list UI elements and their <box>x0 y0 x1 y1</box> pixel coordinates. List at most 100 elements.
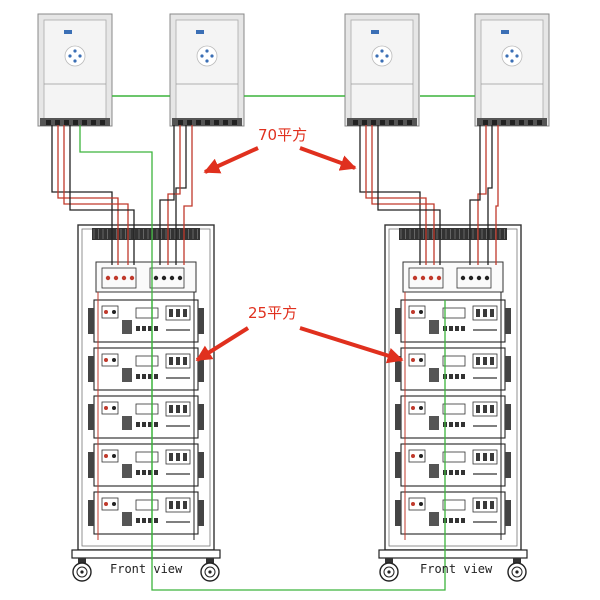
module-terminal <box>101 497 119 511</box>
caster-axle <box>387 570 391 574</box>
module-port <box>476 405 480 413</box>
module-breaker <box>429 416 439 430</box>
terminal-port <box>483 120 488 125</box>
module-handle <box>198 452 204 478</box>
indicator-led <box>73 59 77 63</box>
terminal-port <box>214 120 219 125</box>
comm-port <box>142 374 146 379</box>
comm-port <box>136 470 140 475</box>
terminal-port <box>371 120 376 125</box>
inverter-logo <box>501 30 509 34</box>
module-port <box>169 501 173 509</box>
combiner-box <box>402 261 504 293</box>
terminal-bolt <box>177 275 183 281</box>
module-handle <box>505 500 511 526</box>
cable-size-label-25: 25平方 <box>248 304 297 322</box>
indicator-led <box>205 49 209 53</box>
terminal-bolt <box>161 275 167 281</box>
module-port <box>169 357 173 365</box>
rack-caption-right: Front view <box>420 562 493 576</box>
module-port <box>183 357 187 365</box>
inverter-display <box>196 45 218 67</box>
comm-port <box>461 518 465 523</box>
battery-module <box>395 443 511 487</box>
terminal-bolt <box>112 454 116 458</box>
indicator-led <box>510 59 514 63</box>
module-terminal <box>101 353 119 367</box>
comm-port <box>148 374 152 379</box>
terminal-bolt <box>169 275 175 281</box>
busbar-positive <box>101 267 137 289</box>
module-case <box>400 347 506 391</box>
module-port <box>169 453 173 461</box>
power-cables-left <box>51 125 193 265</box>
comm-port <box>455 518 459 523</box>
module-port <box>490 357 494 365</box>
terminal-bolt <box>112 502 116 506</box>
comm-port <box>142 470 146 475</box>
terminal-port <box>398 120 403 125</box>
module-case <box>400 443 506 487</box>
module-terminal <box>101 449 119 463</box>
inverter-panel <box>43 19 107 121</box>
comm-port <box>154 374 158 379</box>
terminal-port <box>528 120 533 125</box>
inverter-logo <box>64 30 72 34</box>
terminal-bolt <box>104 406 108 410</box>
module-port-block <box>165 353 191 369</box>
module-handle <box>505 404 511 430</box>
indicator-led <box>200 54 204 58</box>
terminal-bolt <box>428 275 434 281</box>
module-port <box>183 501 187 509</box>
terminal-bolt <box>411 502 415 506</box>
terminal-bolt <box>484 275 490 281</box>
module-port <box>490 453 494 461</box>
rack-top-vent <box>92 228 200 240</box>
module-terminal <box>101 305 119 319</box>
module-handle <box>395 308 401 334</box>
rack-caption-left: Front view <box>110 562 183 576</box>
terminal-bolt <box>419 358 423 362</box>
comm-port <box>154 326 158 331</box>
comm-port <box>142 518 146 523</box>
module-handle <box>88 404 94 430</box>
caster-mount <box>206 558 214 563</box>
battery-module <box>88 299 204 343</box>
terminal-port <box>55 120 60 125</box>
module-breaker <box>122 368 132 382</box>
module-port <box>183 453 187 461</box>
battery-module <box>88 347 204 391</box>
module-handle <box>395 452 401 478</box>
indicator-led <box>68 54 72 58</box>
terminal-bolt <box>104 358 108 362</box>
module-handle <box>198 308 204 334</box>
terminal-bolt <box>420 275 426 281</box>
battery-module <box>395 491 511 535</box>
module-port <box>176 501 180 509</box>
module-case <box>93 299 199 343</box>
indicator-led <box>385 54 389 58</box>
comm-port <box>154 422 158 427</box>
module-port <box>176 453 180 461</box>
module-breaker <box>429 368 439 382</box>
caster-axle <box>515 570 519 574</box>
module-port-block <box>165 401 191 417</box>
module-terminal <box>408 401 426 415</box>
module-breaker <box>429 464 439 478</box>
terminal-port <box>100 120 105 125</box>
comm-port <box>136 326 140 331</box>
module-port <box>169 405 173 413</box>
terminal-port <box>91 120 96 125</box>
module-display <box>442 451 466 463</box>
module-port-block <box>472 401 498 417</box>
caster-hub <box>383 566 395 578</box>
module-port-block <box>165 449 191 465</box>
module-handle <box>88 356 94 382</box>
comm-port <box>455 374 459 379</box>
terminal-bolt <box>419 406 423 410</box>
caster-hub <box>76 566 88 578</box>
inverter-logo <box>371 30 379 34</box>
module-port <box>483 309 487 317</box>
